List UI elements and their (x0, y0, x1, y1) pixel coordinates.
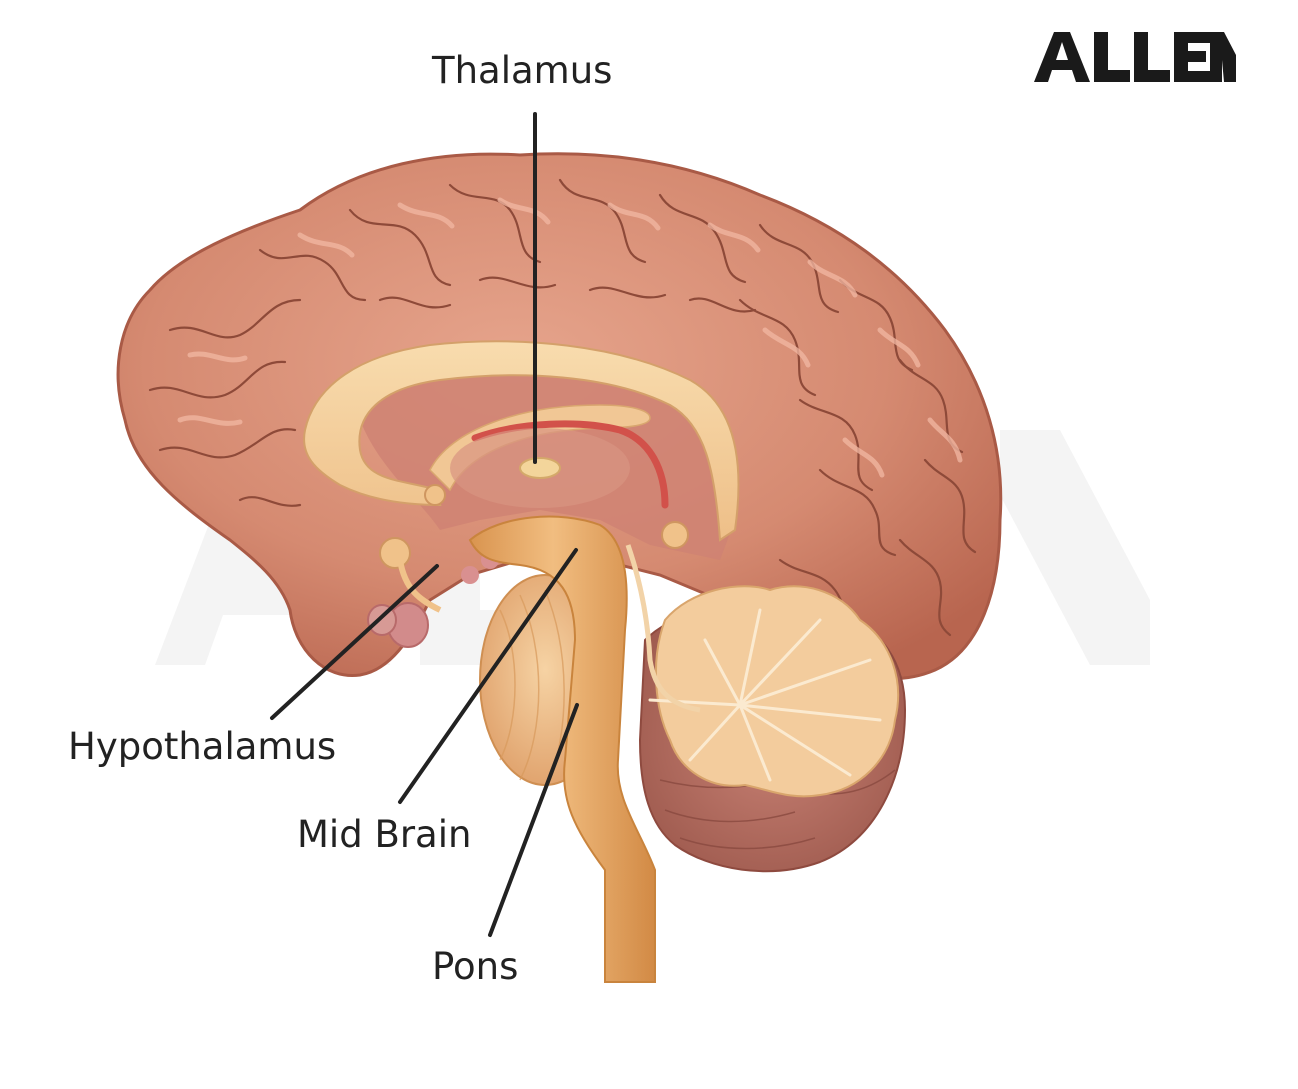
label-mid-brain: Mid Brain (297, 813, 472, 856)
label-thalamus: Thalamus (432, 49, 613, 92)
leader-line-mid-brain (398, 548, 578, 804)
arbor-branches (648, 608, 882, 782)
leader-line-pons (488, 703, 579, 937)
label-hypothalamus: Hypothalamus (68, 725, 337, 768)
gyri-highlights (177, 197, 963, 478)
brainstem (468, 515, 656, 983)
ventricle-line (471, 420, 669, 509)
label-pons: Pons (432, 945, 519, 988)
leader-line-hypothalamus (270, 564, 439, 720)
optic-tract (625, 544, 701, 713)
thalamus-marker (519, 457, 561, 479)
